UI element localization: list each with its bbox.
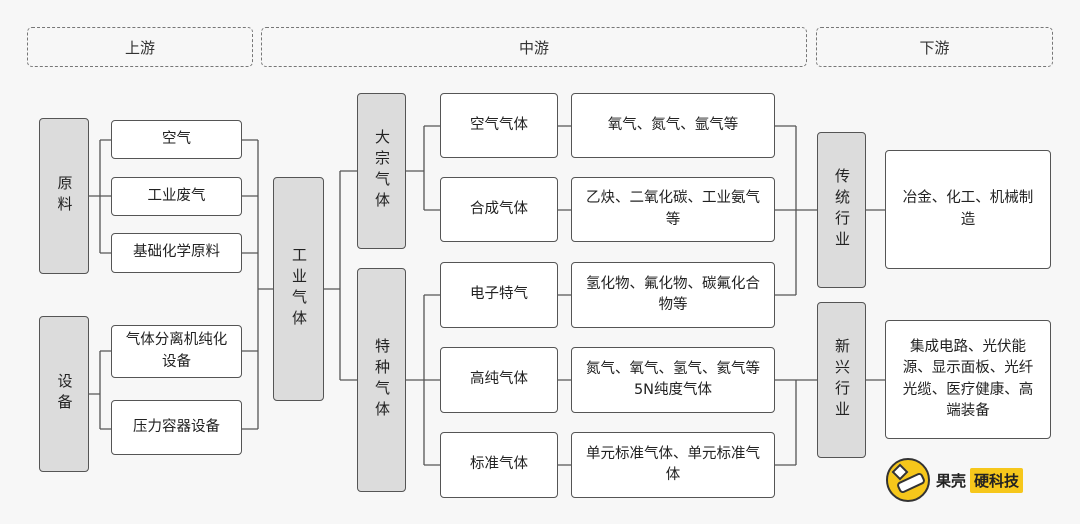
gas-type-box: 高纯气体 bbox=[440, 347, 558, 413]
equipment-item: 气体分离机纯化设备 bbox=[111, 325, 242, 378]
gas-examples-box: 氮气、氧气、氢气、氦气等5N纯度气体 bbox=[571, 347, 775, 413]
brand-name: 果壳 bbox=[936, 471, 967, 490]
gas-type-box: 标准气体 bbox=[440, 432, 558, 498]
gas-examples-box: 单元标准气体、单元标准气体 bbox=[571, 432, 775, 498]
emerging-sectors-box: 集成电路、光伏能源、显示面板、光纤光缆、医疗健康、高端装备 bbox=[885, 320, 1051, 439]
raw-materials-category: 原料 bbox=[39, 118, 89, 274]
gas-examples-box: 氧气、氮气、氩气等 bbox=[571, 93, 775, 158]
gas-examples-box: 乙炔、二氧化碳、工业氨气等 bbox=[571, 177, 775, 242]
brand-badge: 硬科技 bbox=[970, 467, 1024, 493]
gas-type-box: 电子特气 bbox=[440, 262, 558, 328]
stage-header-upstream: 上游 bbox=[27, 27, 253, 67]
brand-logo: 果壳 硬科技 bbox=[886, 456, 1046, 504]
emerging-industry-category: 新兴行业 bbox=[817, 302, 866, 458]
raw-material-item: 空气 bbox=[111, 120, 242, 159]
raw-material-item: 工业废气 bbox=[111, 177, 242, 216]
gas-examples-box: 氢化物、氟化物、碳氟化合物等 bbox=[571, 262, 775, 328]
raw-material-item: 基础化学原料 bbox=[111, 233, 242, 273]
specialty-gas-category: 特种气体 bbox=[357, 268, 406, 492]
equipment-item: 压力容器设备 bbox=[111, 400, 242, 455]
gas-type-box: 合成气体 bbox=[440, 177, 558, 242]
equipment-category: 设备 bbox=[39, 316, 89, 472]
stage-header-midstream: 中游 bbox=[261, 27, 807, 67]
stage-header-downstream: 下游 bbox=[816, 27, 1053, 67]
traditional-sectors-box: 冶金、化工、机械制造 bbox=[885, 150, 1051, 269]
traditional-industry-category: 传统行业 bbox=[817, 132, 866, 288]
industrial-gas-node: 工业气体 bbox=[273, 177, 324, 401]
gas-type-box: 空气气体 bbox=[440, 93, 558, 158]
handshake-icon bbox=[886, 458, 930, 502]
bulk-gas-category: 大宗气体 bbox=[357, 93, 406, 249]
